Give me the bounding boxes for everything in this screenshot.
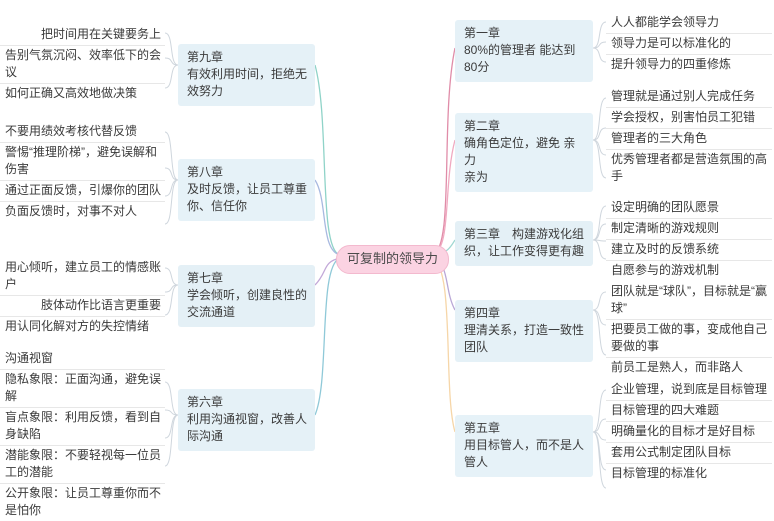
chapter-5-line2: 用目标管人，而不是人 (464, 438, 585, 452)
list-item[interactable]: 告别气氛沉闷、效率低下的会议 (0, 45, 165, 83)
list-item[interactable]: 用认同化解对方的失控情绪 (0, 316, 165, 337)
chapter-6-line3: 际沟通 (187, 429, 224, 443)
list-item[interactable]: 前员工是熟人，而非路人 (606, 357, 772, 378)
list-item[interactable]: 把要员工做的事，变成他自己要做的事 (606, 319, 772, 357)
chapter-node-1[interactable]: 第一章 80%的管理者 能达到80分 (455, 20, 593, 82)
chapter-2-line2: 确角色定位，避免 亲力 (464, 136, 576, 167)
chapter-7-line1: 第七章 (187, 271, 224, 285)
chapter-8-line3: 你、信任你 (187, 199, 248, 213)
chapter-4-line1: 第四章 (464, 306, 501, 320)
list-item[interactable]: 设定明确的团队愿景 (611, 200, 720, 214)
chapter-node-4[interactable]: 第四章 理清关系，打造一致性 团队 (455, 300, 593, 362)
chapter-9-line3: 效努力 (187, 84, 224, 98)
chapter-8-line1: 第八章 (187, 165, 224, 179)
chapter-node-5[interactable]: 第五章 用目标管人，而不是人 管人 (455, 415, 593, 477)
chapter-5-line1: 第五章 (464, 421, 501, 435)
leaf-group-chapter-5: 企业管理，说到底是目标管理 目标管理的四大难题 明确量化的目标才是好目标 套用公… (606, 379, 772, 484)
chapter-4-line2: 理清关系，打造一致性 (464, 323, 585, 337)
list-item[interactable]: 优秀管理者都是营造氛围的高手 (606, 149, 772, 187)
chapter-node-6[interactable]: 第六章 利用沟通视窗，改善人 际沟通 (178, 389, 315, 451)
leaf-group-chapter-4: 团队就是“球队”，目标就是“赢球” 把要员工做的事，变成他自己要做的事 前员工是… (606, 281, 772, 378)
list-item[interactable]: 管理就是通过别人完成任务 (611, 89, 756, 103)
list-item[interactable]: 提升领导力的四重修炼 (606, 54, 772, 75)
list-item[interactable]: 不要用绩效考核代替反馈 (5, 124, 138, 138)
list-item[interactable]: 公开象限：让员工尊重你而不是怕你 (0, 483, 165, 521)
chapter-9-line2: 有效利用时间，拒绝无 (187, 67, 308, 81)
list-item[interactable]: 自愿参与的游戏机制 (606, 260, 772, 281)
chapter-6-line2: 利用沟通视窗，改善人 (187, 412, 308, 426)
list-item[interactable]: 盲点象限：利用反馈，看到自身缺陷 (0, 407, 165, 445)
mindmap-canvas: 可复制的领导力 第一章 80%的管理者 能达到80分 人人都能学会领导力 领导力… (0, 12, 772, 517)
chapter-2-line3: 亲为 (464, 170, 489, 184)
chapter-8-line2: 及时反馈，让员工尊重 (187, 182, 308, 196)
list-item[interactable]: 隐私象限：正面沟通，避免误解 (0, 369, 165, 407)
list-item[interactable]: 警惕“推理阶梯”，避免误解和伤害 (0, 142, 165, 180)
list-item[interactable]: 潜能象限：不要轻视每一位员工的潜能 (0, 445, 165, 483)
chapter-4-line3: 团队 (464, 340, 489, 354)
chapter-5-line3: 管人 (464, 455, 489, 469)
chapter-1-line2: 80%的管理者 能达到80分 (464, 43, 576, 74)
list-item[interactable]: 目标管理的标准化 (606, 463, 772, 484)
list-item[interactable]: 领导力是可以标准化的 (606, 33, 772, 54)
leaf-group-chapter-2: 管理就是通过别人完成任务 学会授权，别害怕员工犯错 管理者的三大角色 优秀管理者… (606, 86, 772, 187)
list-item[interactable]: 管理者的三大角色 (606, 128, 772, 149)
list-item[interactable]: 人人都能学会领导力 (611, 15, 720, 29)
chapter-node-8[interactable]: 第八章 及时反馈，让员工尊重 你、信任你 (178, 159, 315, 221)
list-item[interactable]: 制定清晰的游戏规则 (606, 218, 772, 239)
list-item[interactable]: 学会授权，别害怕员工犯错 (606, 107, 772, 128)
chapter-1-line1: 第一章 (464, 26, 501, 40)
list-item[interactable]: 目标管理的四大难题 (606, 400, 772, 421)
list-item[interactable]: 如何正确又高效地做决策 (0, 83, 165, 104)
chapter-7-line2: 学会倾听，创建良性的 (187, 288, 308, 302)
list-item[interactable]: 用心倾听，建立员工的情感账户 (5, 260, 162, 291)
chapter-6-line1: 第六章 (187, 395, 224, 409)
chapter-3-line2: 织，让工作变得更有趣 (464, 244, 585, 258)
chapter-node-9[interactable]: 第九章 有效利用时间，拒绝无 效努力 (178, 44, 315, 106)
chapter-node-3[interactable]: 第三章 构建游戏化组 织，让工作变得更有趣 (455, 221, 593, 266)
leaf-group-chapter-7: 用心倾听，建立员工的情感账户 肢体动作比语言更重要 用认同化解对方的失控情绪 (0, 257, 165, 337)
leaf-group-chapter-3: 设定明确的团队愿景 制定清晰的游戏规则 建立及时的反馈系统 自愿参与的游戏机制 (606, 197, 772, 281)
list-item[interactable]: 建立及时的反馈系统 (606, 239, 772, 260)
list-item[interactable]: 负面反馈时，对事不对人 (0, 201, 165, 222)
chapter-node-7[interactable]: 第七章 学会倾听，创建良性的 交流通道 (178, 265, 315, 327)
list-item[interactable]: 肢体动作比语言更重要 (0, 295, 165, 316)
leaf-group-chapter-9: 把时间用在关键要务上 告别气氛沉闷、效率低下的会议 如何正确又高效地做决策 (0, 24, 165, 104)
list-item[interactable]: 套用公式制定团队目标 (606, 442, 772, 463)
chapter-7-line3: 交流通道 (187, 305, 236, 319)
center-topic[interactable]: 可复制的领导力 (336, 245, 450, 274)
leaf-group-chapter-8: 不要用绩效考核代替反馈 警惕“推理阶梯”，避免误解和伤害 通过正面反馈，引爆你的… (0, 121, 165, 222)
list-item[interactable]: 把时间用在关键要务上 (40, 27, 161, 41)
list-item[interactable]: 团队就是“球队”，目标就是“赢球” (611, 284, 767, 315)
leaf-group-chapter-6: 沟通视窗 隐私象限：正面沟通，避免误解 盲点象限：利用反馈，看到自身缺陷 潜能象… (0, 348, 165, 521)
communication-window-heading: 沟通视窗 (5, 351, 54, 365)
list-item[interactable]: 明确量化的目标才是好目标 (606, 421, 772, 442)
leaf-group-chapter-1: 人人都能学会领导力 领导力是可以标准化的 提升领导力的四重修炼 (606, 12, 772, 75)
list-item[interactable]: 企业管理，说到底是目标管理 (611, 382, 768, 396)
chapter-9-line1: 第九章 (187, 50, 224, 64)
chapter-2-line1: 第二章 (464, 119, 501, 133)
list-item[interactable]: 通过正面反馈，引爆你的团队 (0, 180, 165, 201)
chapter-node-2[interactable]: 第二章 确角色定位，避免 亲力 亲为 (455, 113, 593, 192)
chapter-3-line1: 第三章 构建游戏化组 (464, 227, 585, 241)
